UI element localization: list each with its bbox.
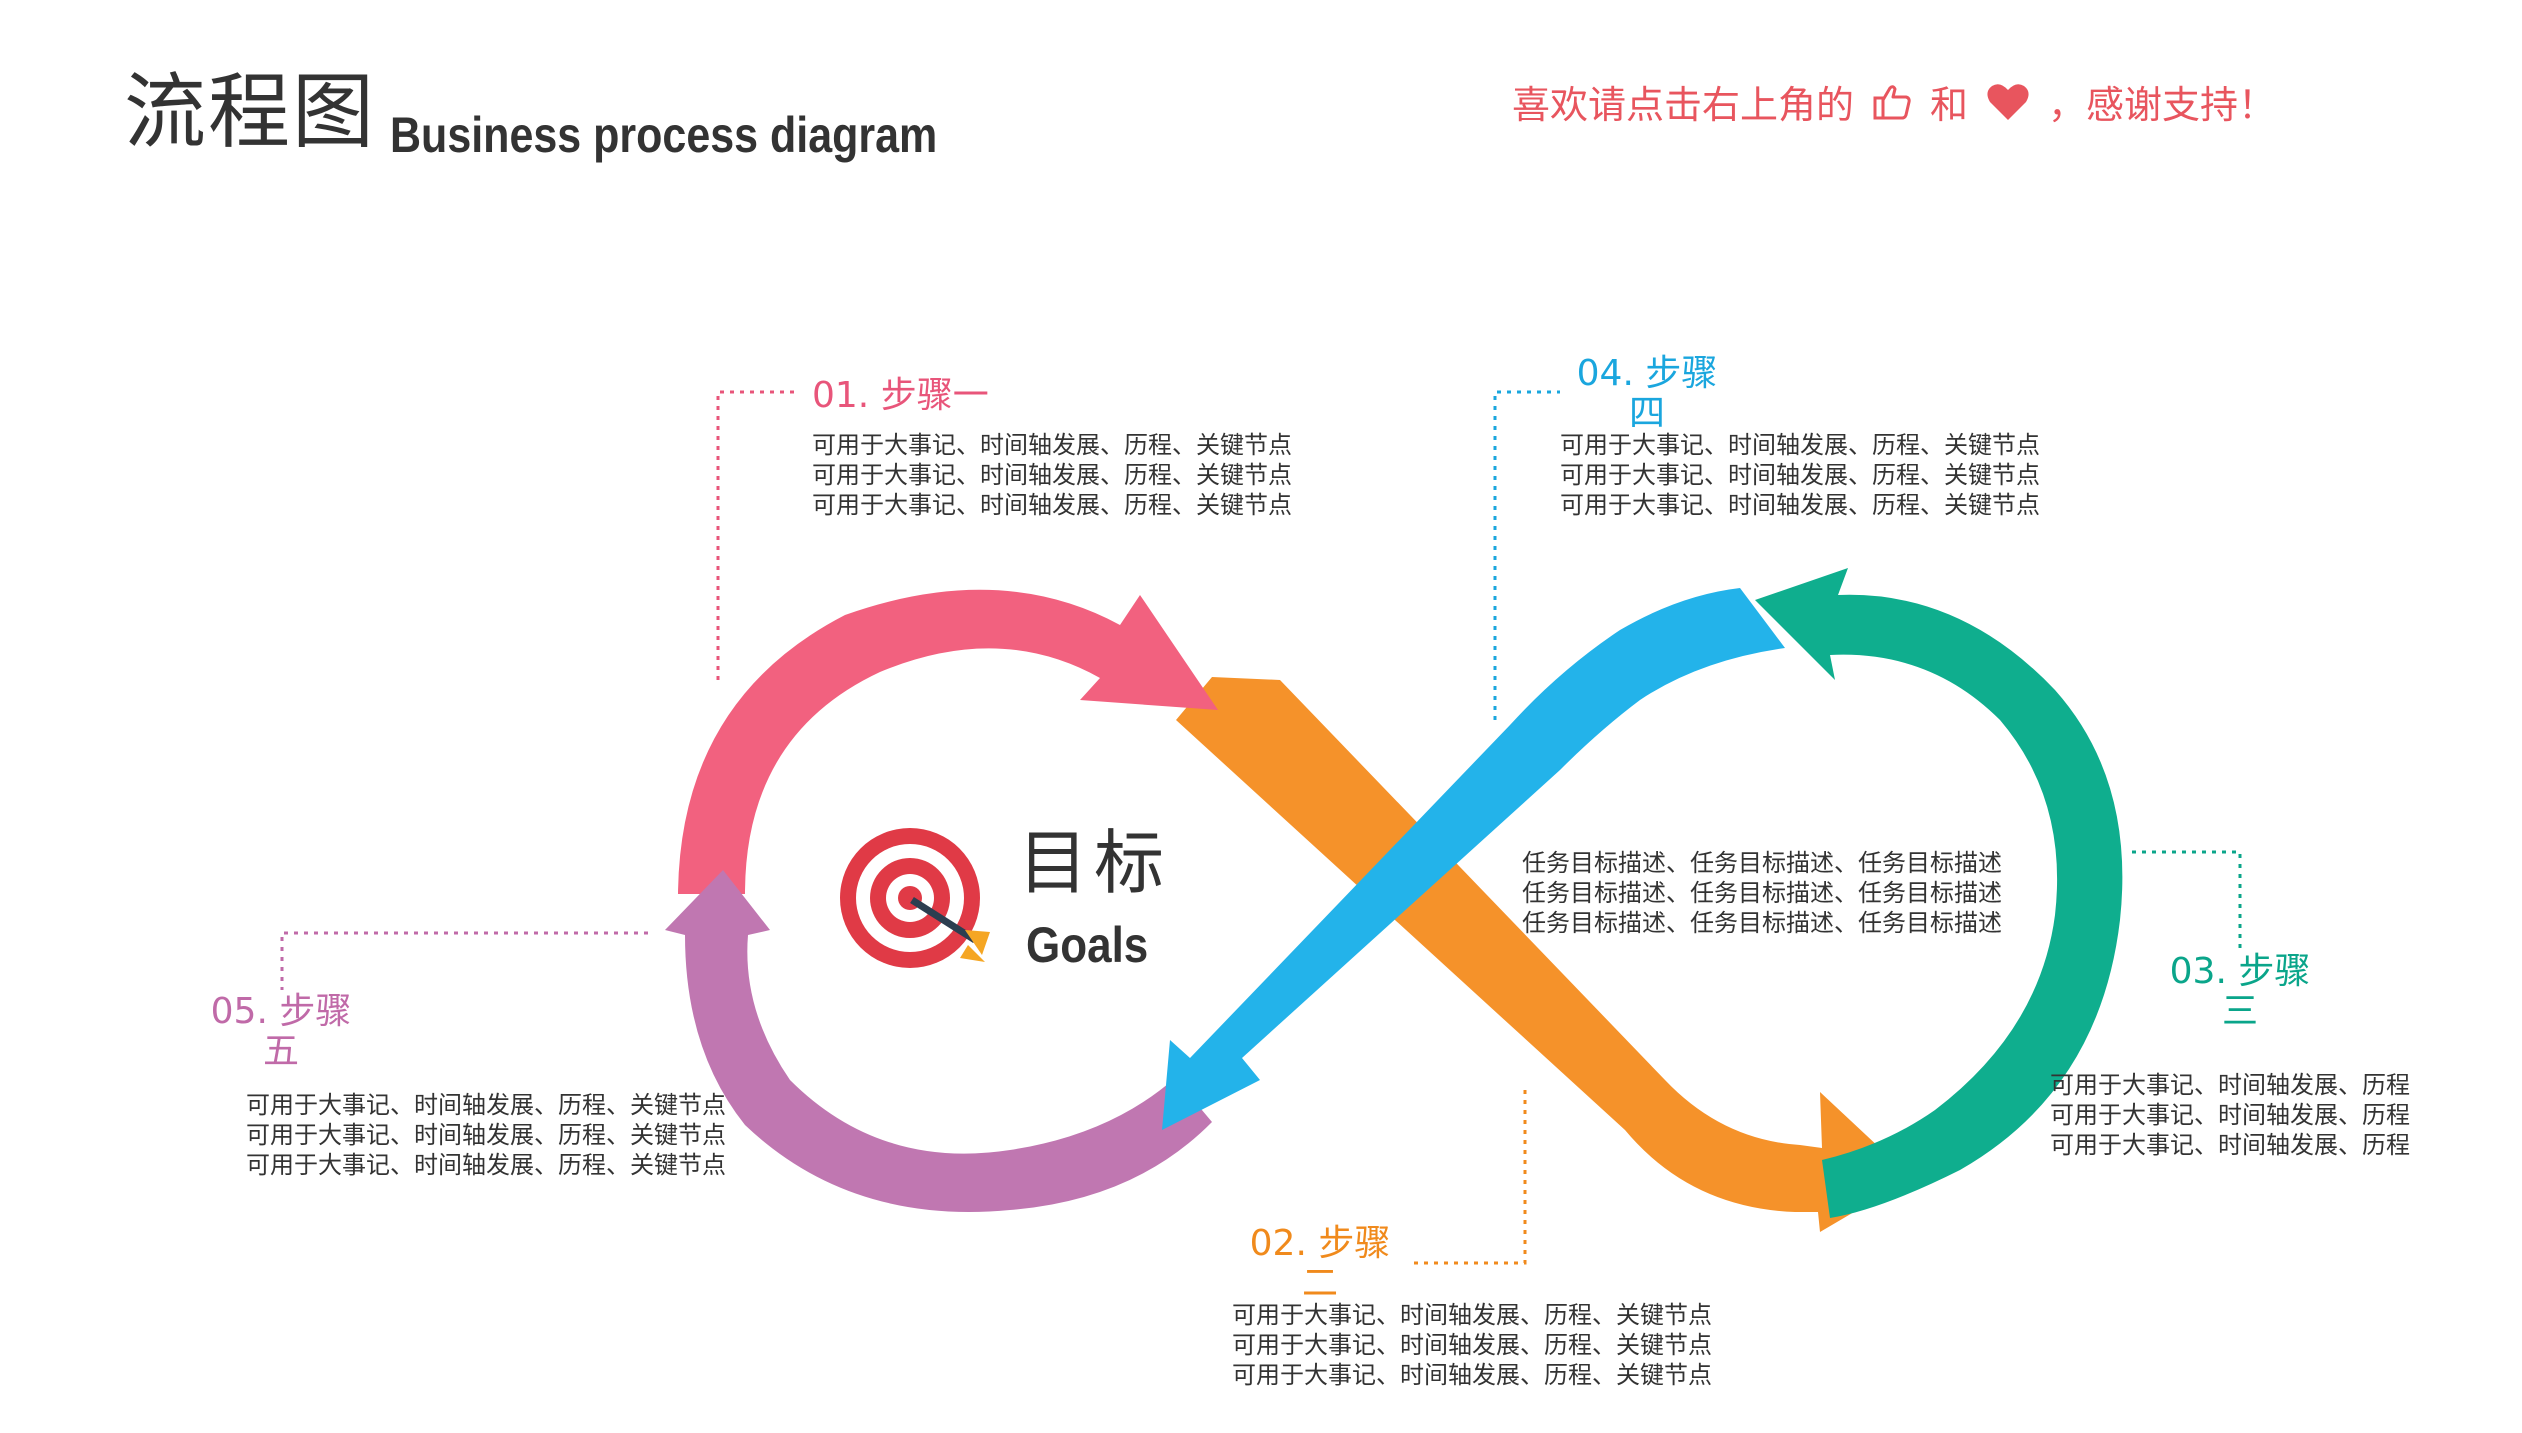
step-03-title: 03. 步骤 三: [2165, 950, 2315, 1034]
like-prompt-suffix: ，感谢支持！: [2048, 83, 2277, 127]
step-04-title-line1: 04. 步骤: [1576, 353, 1718, 394]
page-subtitle: Business process diagram: [390, 107, 938, 163]
step-02-description: 可用于大事记、时间轴发展、历程、关键节点 可用于大事记、时间轴发展、历程、关键节…: [1232, 1300, 1712, 1390]
step-03-arrow: [1755, 568, 2123, 1218]
step-03-connector: [2132, 850, 2242, 950]
step-02-title-line2: 二: [1301, 1263, 1338, 1304]
step-03-description: 可用于大事记、时间轴发展、历程 可用于大事记、时间轴发展、历程 可用于大事记、时…: [2050, 1070, 2410, 1160]
step-04-title: 04. 步骤 四: [1572, 352, 1722, 436]
center-subtitle: Goals: [1026, 917, 1149, 973]
thumbs-up-icon[interactable]: [1872, 82, 1912, 128]
step-04-line: 可用于大事记、时间轴发展、历程、关键节点: [1560, 491, 2040, 519]
step-02-title: 02. 步骤 二: [1245, 1222, 1395, 1306]
like-prompt: 喜欢请点击右上角的 和 ，感谢支持！: [1512, 82, 2276, 128]
step-05-connector: [280, 931, 648, 990]
step-03-line: 可用于大事记、时间轴发展、历程: [2050, 1101, 2410, 1129]
step-05-line: 可用于大事记、时间轴发展、历程、关键节点: [246, 1151, 726, 1179]
step-03-line: 可用于大事记、时间轴发展、历程: [2050, 1131, 2410, 1159]
step-05-title-line1: 05. 步骤: [210, 991, 352, 1032]
heart-icon[interactable]: [1986, 82, 2030, 128]
step-05-line: 可用于大事记、时间轴发展、历程、关键节点: [246, 1121, 726, 1149]
step-02-title-line1: 02. 步骤: [1249, 1223, 1391, 1264]
step-02-connector: [1410, 1090, 1527, 1265]
step-04-arrow: [1162, 588, 1785, 1130]
step-02-line: 可用于大事记、时间轴发展、历程、关键节点: [1232, 1331, 1712, 1359]
step-01-arrow: [678, 589, 1218, 894]
step-01-description: 可用于大事记、时间轴发展、历程、关键节点 可用于大事记、时间轴发展、历程、关键节…: [812, 430, 1292, 520]
like-prompt-prefix: 喜欢请点击右上角的: [1512, 83, 1855, 127]
step-05-line: 可用于大事记、时间轴发展、历程、关键节点: [246, 1091, 726, 1119]
step-04-line: 可用于大事记、时间轴发展、历程、关键节点: [1560, 461, 2040, 489]
step-04-description: 可用于大事记、时间轴发展、历程、关键节点 可用于大事记、时间轴发展、历程、关键节…: [1560, 430, 2040, 520]
step-01-connector: [716, 390, 800, 680]
step-03-title-line1: 03. 步骤: [2169, 951, 2311, 992]
step-02-line: 可用于大事记、时间轴发展、历程、关键节点: [1232, 1301, 1712, 1329]
step-05-arrow: [665, 870, 1212, 1212]
step-01-title: 01. 步骤一: [812, 375, 989, 416]
center-description-line: 任务目标描述、任务目标描述、任务目标描述: [1522, 909, 2002, 937]
step-01-line: 可用于大事记、时间轴发展、历程、关键节点: [812, 461, 1292, 489]
step-02-arrow: [1176, 677, 1912, 1232]
target-icon: [840, 828, 990, 968]
step-04-title-line2: 四: [1628, 393, 1665, 434]
center-title: 目标: [1018, 822, 1170, 904]
center-description-line: 任务目标描述、任务目标描述、任务目标描述: [1522, 879, 2002, 907]
step-04-connector: [1493, 390, 1560, 720]
step-05-title: 05. 步骤 五: [206, 990, 356, 1074]
step-03-title-line2: 三: [2221, 991, 2258, 1032]
step-01-line: 可用于大事记、时间轴发展、历程、关键节点: [812, 431, 1292, 459]
step-03-line: 可用于大事记、时间轴发展、历程: [2050, 1071, 2410, 1099]
center-description: 任务目标描述、任务目标描述、任务目标描述 任务目标描述、任务目标描述、任务目标描…: [1522, 848, 2002, 938]
step-01-line: 可用于大事记、时间轴发展、历程、关键节点: [812, 491, 1292, 519]
step-04-line: 可用于大事记、时间轴发展、历程、关键节点: [1560, 431, 2040, 459]
step-02-line: 可用于大事记、时间轴发展、历程、关键节点: [1232, 1361, 1712, 1389]
page-title: 流程图: [124, 65, 377, 160]
step-05-title-line2: 五: [262, 1031, 299, 1072]
like-prompt-and: 和: [1930, 83, 1969, 127]
center-description-line: 任务目标描述、任务目标描述、任务目标描述: [1522, 849, 2002, 877]
step-05-description: 可用于大事记、时间轴发展、历程、关键节点 可用于大事记、时间轴发展、历程、关键节…: [246, 1090, 726, 1180]
